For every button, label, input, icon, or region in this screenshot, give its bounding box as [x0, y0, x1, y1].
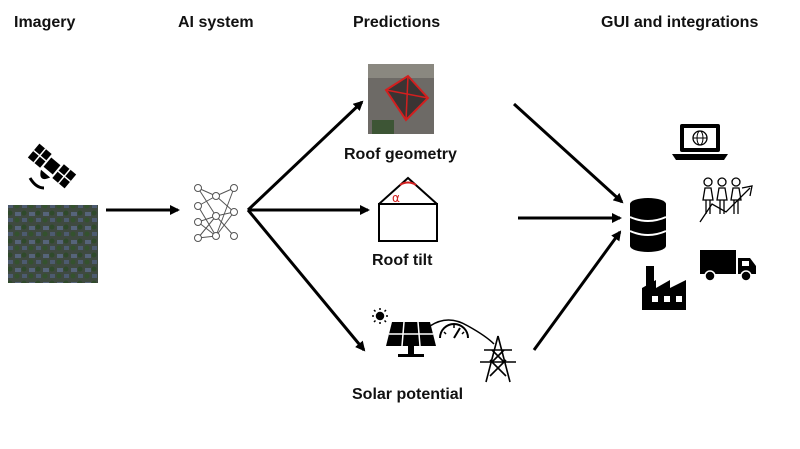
- roof-tilt-label: Roof tilt: [372, 252, 433, 269]
- database-icon: [629, 198, 667, 252]
- tilt-alpha-symbol: α: [392, 191, 400, 205]
- power-pylon-icon: [480, 335, 516, 383]
- solar-panel-icon: [386, 321, 436, 357]
- arrow-ai-to-roof-geometry: [246, 100, 364, 212]
- satellite-icon: [27, 143, 77, 189]
- people-growth-icon: [699, 177, 753, 223]
- gui-integrations-header: GUI and integrations: [601, 14, 759, 31]
- sun-icon: [372, 308, 388, 324]
- imagery-header: Imagery: [14, 14, 76, 31]
- roof-tilt-icon: [378, 176, 438, 242]
- roof-geometry-label: Roof geometry: [344, 146, 457, 163]
- satellite-dish: [28, 177, 45, 190]
- ai-system-header: AI system: [178, 14, 254, 31]
- laptop-icon: [672, 124, 728, 160]
- meter-icon: [439, 323, 469, 339]
- arrow-ai-to-solar-potential: [246, 209, 366, 352]
- factory-icon: [642, 266, 686, 310]
- aerial-image: [8, 205, 98, 283]
- power-cable: [429, 319, 495, 345]
- roof-geometry-image: [368, 64, 434, 134]
- truck-icon: [700, 250, 756, 282]
- neural-network-icon: [194, 184, 238, 242]
- solar-potential-label: Solar potential: [352, 386, 464, 403]
- predictions-header: Predictions: [353, 14, 441, 31]
- arrow-roof-geometry-to-gui: [512, 102, 624, 204]
- arrow-solar-potential-to-gui: [532, 230, 622, 351]
